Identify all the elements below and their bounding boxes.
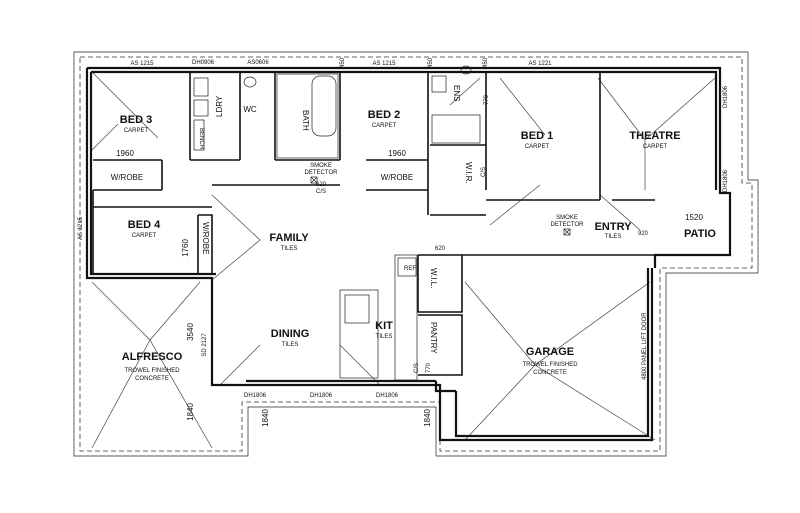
dim-dh1806-3: DH1806 [376,393,399,399]
dim-1840-dining: 1840 [261,409,270,427]
dim-1840-alfresco: 1840 [186,403,195,421]
dim-dh1806-2: DH1806 [310,393,333,399]
dim-as1215-mid: AS 1215 [372,61,396,67]
smoke-detector-icon [310,176,318,184]
dim-920: 920 [638,231,649,237]
label-pantry: PANTRY [429,322,438,354]
room-name-bed3: BED 3 [120,114,152,126]
small-labels: LDRY WC BATH ENS W.I.R. W.I.L. PANTRY RE… [111,85,584,354]
dimensions: AS 1215 DH0906 AS0606 AS 1215 AS 1221 45… [78,57,729,427]
dim-450-right: 450 [483,57,489,68]
dim-1960-bed3: 1960 [116,149,134,158]
room-labels: BED 3 CARPET BED 2 CARPET BED 1 CARPET T… [120,109,717,382]
dim-620-wil: 620 [435,246,446,252]
dim-as0606: AS0606 [247,60,269,66]
dim-sd2127: SD 2127 [202,333,208,357]
dim-450-left: 450 [340,57,346,68]
room-floor2-garage: CONCRETE [533,370,567,376]
room-floor-kit: TILES [376,334,393,340]
label-ref: REF [404,266,416,272]
room-name-dining: DINING [271,328,310,340]
room-floor1-alfresco: TROWEL FINISHED [124,368,180,374]
room-name-entry: ENTRY [595,221,633,233]
dim-450-mid: 450 [428,57,434,68]
room-name-patio: PATIO [684,228,716,240]
roof-lines [91,71,716,449]
label-wc: WC [243,105,257,114]
dim-garage-door: 4800 PANEL LIFT DOOR [642,312,648,380]
dim-1960-bed2: 1960 [388,149,406,158]
dim-as1215-side: AS 1215 [78,216,84,240]
label-smoke-top: SMOKE [310,163,332,169]
room-floor-theatre: CARPET [643,144,668,150]
room-name-garage: GARAGE [526,346,574,358]
roof-outline [73,51,759,457]
label-ldry: LDRY [215,95,224,117]
room-name-bed4: BED 4 [128,219,161,231]
smoke-detectors [310,176,571,236]
room-name-theatre: THEATRE [629,130,680,142]
label-wrobe-bed4: W/ROBE [201,222,210,254]
room-name-kit: KIT [375,320,393,332]
room-name-bed2: BED 2 [368,109,400,121]
room-floor-bed2: CARPET [372,123,397,129]
room-floor-dining: TILES [282,342,299,348]
dim-1520: 1520 [685,213,703,222]
dim-620-hall: 620 [316,182,327,188]
dim-1760: 1760 [181,239,190,257]
room-name-bed1: BED 1 [521,130,553,142]
dim-cs-pantry: C/S [414,363,420,373]
dim-3540: 3540 [186,323,195,341]
room-floor1-garage: TROWEL FINISHED [522,362,578,368]
fixtures [193,65,481,381]
smoke-detector-icon [563,228,571,236]
label-wrobe-bed3: W/ROBE [111,173,143,182]
label-bath: BATH [301,110,310,131]
dim-cs-wir: C/S [481,167,487,177]
dim-dh0906: DH0906 [192,60,215,66]
dim-1840-garage: 1840 [423,409,432,427]
room-floor-entry: TILES [605,234,622,240]
label-detector-top: DETECTOR [305,170,339,176]
room-floor-bed4: CARPET [132,233,157,239]
dim-dh1806-theatre: DH1806 [723,85,729,108]
dim-dh1806-side: DH1806 [723,169,729,192]
dim-as1221: AS 1221 [528,61,552,67]
interior-walls [92,72,655,376]
dim-770-ens: 770 [484,94,490,105]
room-name-alfresco: ALFRESCO [122,351,183,363]
room-floor-bed3: CARPET [124,128,149,134]
room-floor2-alfresco: CONCRETE [135,376,169,382]
label-detector-entry: DETECTOR [551,222,585,228]
dim-as1215-left: AS 1215 [130,61,154,67]
dim-dh1806-1: DH1806 [244,393,267,399]
dim-770-pantry: 770 [426,362,432,373]
room-floor-family: TILES [281,246,298,252]
dim-cs-hall: C/S [316,189,326,195]
label-smoke-entry: SMOKE [556,215,578,221]
room-name-family: FAMILY [269,232,309,244]
label-bench: BENCH [198,128,204,149]
label-ens: ENS [452,85,461,101]
label-wir: W.I.R. [464,162,473,184]
label-wil: W.I.L. [429,268,438,288]
label-wrobe-bed2: W/ROBE [381,173,413,182]
room-floor-bed1: CARPET [525,144,550,150]
